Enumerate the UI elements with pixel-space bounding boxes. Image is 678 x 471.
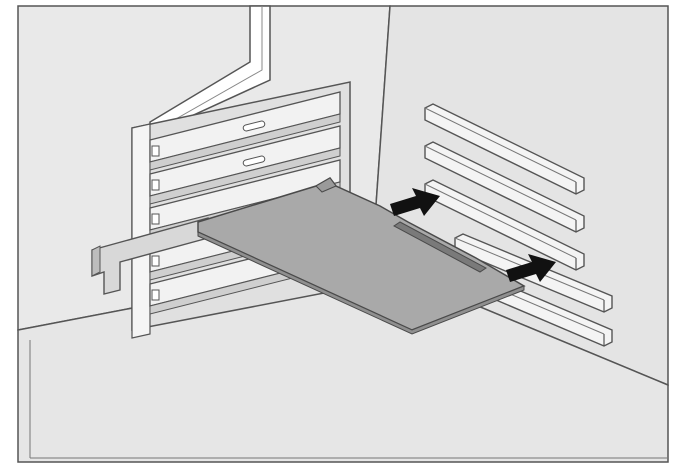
case-frame-rail-inner [159,6,263,129]
pcie-slot-1 [424,103,585,195]
slot-cover-2 [149,125,341,205]
bracket-column-edge [131,123,151,339]
arrow-lower [506,254,556,282]
slot-cover-tabs [151,145,160,301]
pcie-slot-2 [424,141,585,233]
card-notch [315,177,337,193]
expansion-card-icon [91,177,526,335]
card-connector-edge [393,221,487,273]
insert-direction-arrow-icon [390,188,556,282]
slot-cover-1 [149,91,341,171]
card-bracket-fold [91,245,101,277]
arrow-upper [390,188,440,216]
card-pcb-edge [197,231,525,335]
